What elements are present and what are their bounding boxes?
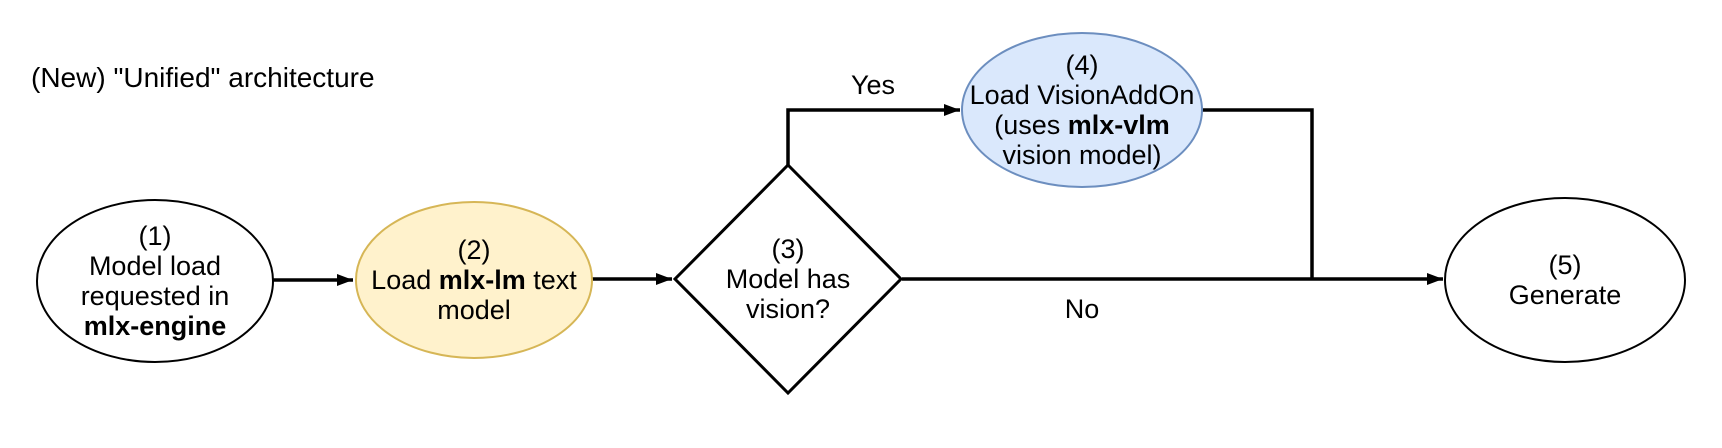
node-4-text-line: Load VisionAddOn <box>969 80 1195 110</box>
node-4-label: (4) Load VisionAddOn (uses mlx-vlm visio… <box>970 50 1195 170</box>
node-4-text-line: (uses mlx-vlm <box>994 110 1170 140</box>
diagram-title: (New) "Unified" architecture <box>31 62 375 93</box>
node-3-text-line: vision? <box>745 294 831 324</box>
node-1-ellipse <box>36 199 274 363</box>
node-2-text-line: Load mlx-lm text <box>371 265 577 295</box>
node-5-text-line: Generate <box>1508 280 1622 310</box>
node-1-label: (1) Model load requested in mlx-engine <box>81 221 230 341</box>
node-1-text-line: requested in <box>80 281 230 311</box>
node-5-label: (5) Generate <box>1509 250 1622 310</box>
edge-4-to-no-line <box>1202 108 1314 279</box>
node-4-number: (4) <box>1065 50 1099 80</box>
no-edge-label: No <box>1064 294 1100 324</box>
node-3-text-line: Model has <box>725 264 851 294</box>
node-1-text-line-bold: mlx-engine <box>83 311 227 341</box>
node-5-ellipse <box>1444 197 1686 363</box>
node-2-ellipse <box>355 201 593 359</box>
node-4-text-line: vision model) <box>1002 140 1162 170</box>
node-3-decision-diamond <box>672 162 904 396</box>
node-2-text-line: model <box>437 295 511 325</box>
node-2-number: (2) <box>457 235 491 265</box>
node-2-label: (2) Load mlx-lm text model <box>371 235 577 325</box>
yes-edge-label: Yes <box>850 70 896 100</box>
node-5-number: (5) <box>1548 250 1582 280</box>
edge-yes-3-to-4 <box>786 104 960 165</box>
node-1-number: (1) <box>138 221 172 251</box>
node-1-text-line: Model load <box>88 251 222 281</box>
node-3-label: (3) Model has vision? <box>726 234 851 324</box>
node-3-number: (3) <box>771 234 805 264</box>
node-4-ellipse <box>961 32 1203 188</box>
